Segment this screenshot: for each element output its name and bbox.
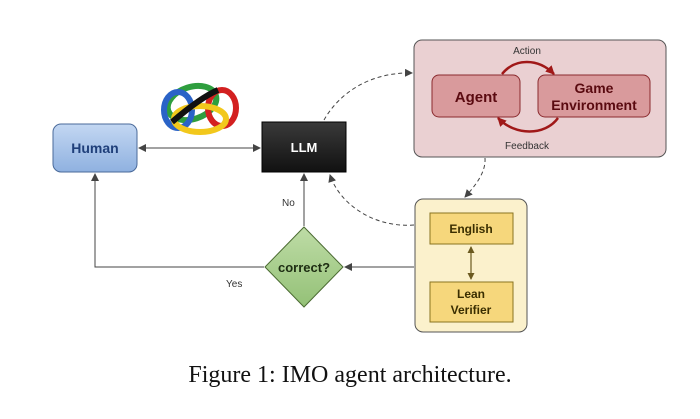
game-environment-box[interactable] [537, 74, 651, 118]
lean-label-line1: Lean [457, 287, 485, 301]
imo-logo [161, 82, 239, 135]
game-label-line2: Environment [551, 97, 637, 113]
lean-label-line2: Verifier [451, 303, 492, 317]
yes-arrow [91, 173, 264, 268]
environment-to-verification-arrow [464, 157, 486, 198]
feedback-label: Feedback [505, 141, 550, 152]
lean-verifier-box[interactable] [429, 281, 514, 323]
llm-to-environment-arrow [323, 68, 413, 121]
game-label-line1: Game [575, 80, 614, 96]
action-arrow [501, 60, 555, 75]
figure-caption: Figure 1: IMO agent architecture. [188, 362, 512, 388]
feedback-arrow [497, 117, 560, 133]
english-box[interactable] [429, 212, 514, 245]
action-label: Action [513, 46, 541, 57]
agent-label: Agent [455, 89, 498, 106]
llm-box[interactable] [261, 121, 347, 173]
decision-label: correct? [278, 260, 330, 275]
human-label: Human [71, 140, 118, 156]
yes-label: Yes [226, 279, 242, 290]
no-label: No [282, 198, 295, 209]
human-box[interactable] [52, 123, 138, 173]
llm-label: LLM [291, 140, 318, 155]
verification-to-llm-arrow [328, 174, 415, 226]
correct-decision-diamond[interactable] [264, 226, 344, 308]
english-label: English [449, 222, 492, 236]
agent-box[interactable] [431, 74, 521, 118]
